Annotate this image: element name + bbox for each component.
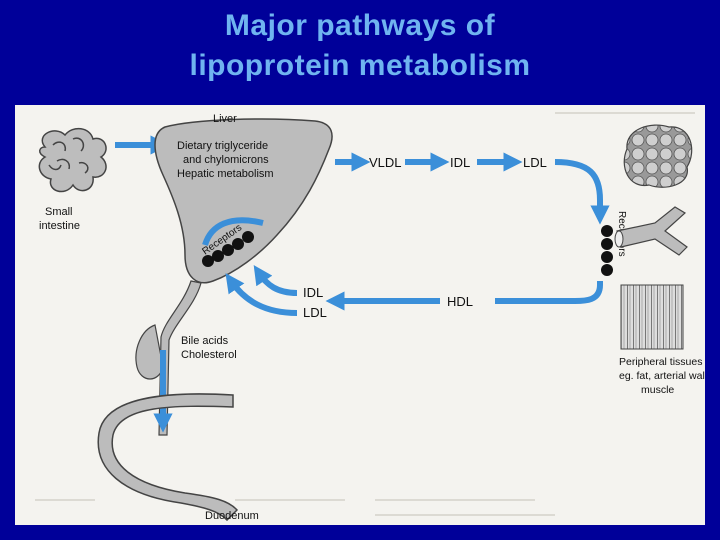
muscle-tissue-icon <box>620 284 684 350</box>
liver-label: Liver <box>213 113 237 125</box>
pathway-diagram: Small intestine Liver Dietary triglyceri… <box>35 112 705 522</box>
ldl-to-tissue-arrow <box>554 159 610 225</box>
ldl-return-label: LDL <box>303 305 327 320</box>
background-texture <box>35 112 695 516</box>
small-intestine-icon <box>38 127 107 193</box>
ldl-return-arrow <box>225 273 298 316</box>
idl-return-arrow <box>253 265 298 296</box>
liver-recycle-arrow <box>202 217 264 247</box>
gall-bladder-icon <box>135 324 164 380</box>
bile-label-1: Bile acids <box>181 335 229 347</box>
peripheral-label-box <box>613 353 703 401</box>
title-line-1: Major pathways of <box>224 9 496 42</box>
liver-text-1: Dietary triglyceride <box>177 140 268 152</box>
duodenum-label: Duodenum <box>205 510 259 522</box>
peripheral-label-2: eg. fat, arterial wall, <box>619 370 705 382</box>
idl-return-label: IDL <box>303 285 323 300</box>
peripheral-label-3: muscle <box>641 384 674 396</box>
title-line-2: lipoprotein metabolism <box>189 49 531 82</box>
liver-text-2: and chylomicrons <box>183 154 269 166</box>
tissue-receptors-icon <box>601 225 613 276</box>
slide-title: Major pathways of lipoprotein metabolism <box>0 6 720 86</box>
peripheral-label-1: Peripheral tissues <box>619 356 702 368</box>
liver-receptors-icon <box>202 231 254 267</box>
fat-tissue-icon <box>623 124 693 188</box>
tissue-return-line <box>495 281 603 304</box>
vldl-label: VLDL <box>369 155 402 170</box>
bile-duct-shape <box>158 280 202 436</box>
hdl-label: HDL <box>447 294 473 309</box>
liver-text-3: Hepatic metabolism <box>177 168 274 180</box>
bile-label-2: Cholesterol <box>181 349 237 361</box>
liver-shape <box>154 118 333 284</box>
pathway-figure: Small intestine Liver Dietary triglyceri… <box>15 105 705 525</box>
small-intestine-label-2: intestine <box>39 220 80 232</box>
duodenum-shape <box>97 393 239 522</box>
artery-icon <box>614 206 688 256</box>
idl-top-label: IDL <box>450 155 470 170</box>
small-intestine-label-1: Small <box>45 206 73 218</box>
ldl-top-label: LDL <box>523 155 547 170</box>
